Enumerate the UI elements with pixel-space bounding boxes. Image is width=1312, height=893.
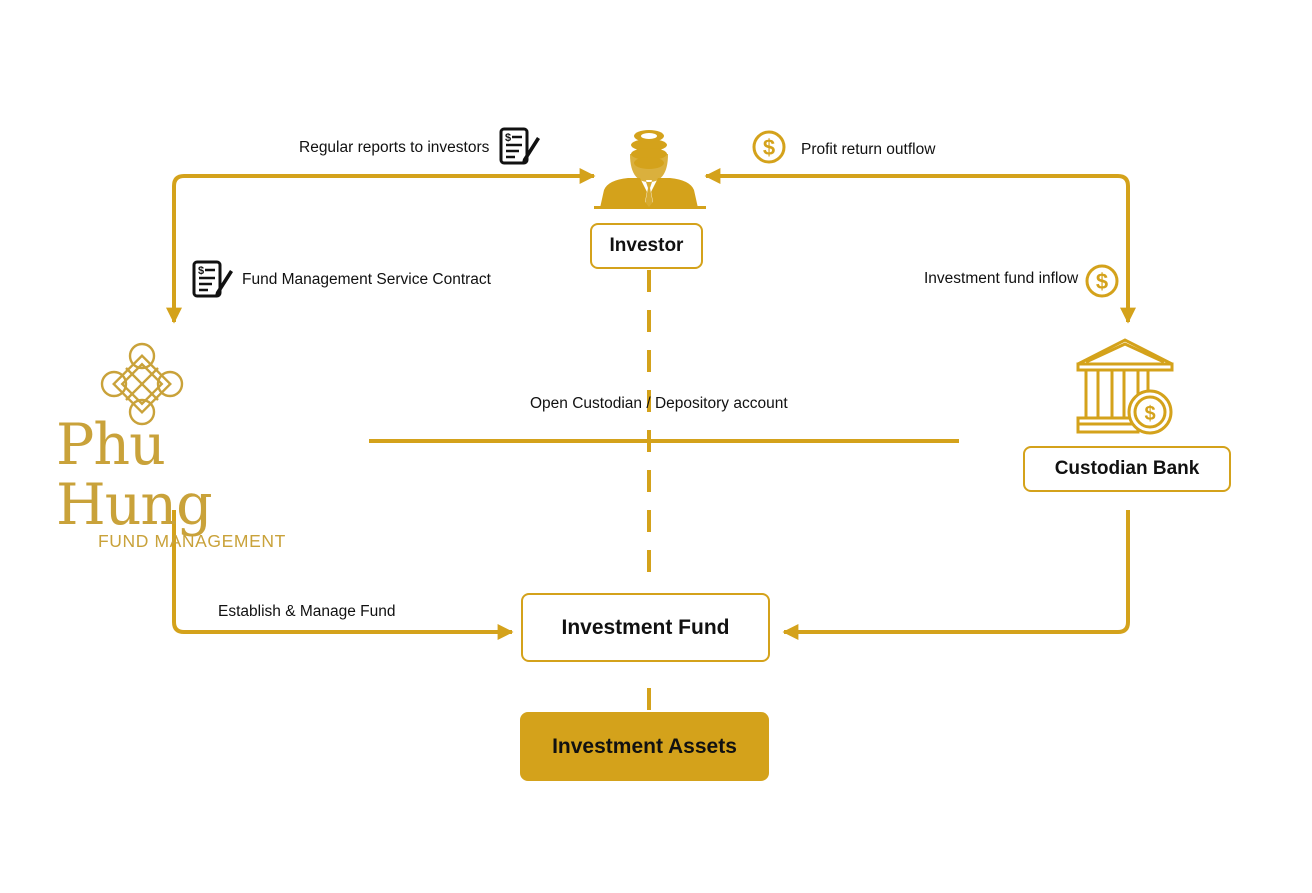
- service-contract-label: Fund Management Service Contract: [242, 271, 491, 288]
- establish-manage-label: Establish & Manage Fund: [218, 603, 396, 620]
- investment-assets-label: Investment Assets: [552, 734, 737, 758]
- investor-label: Investor: [609, 235, 684, 256]
- dollar-coin-icon: $: [752, 130, 786, 164]
- knot-logo-icon: [100, 342, 184, 426]
- arrow-investor-bank: [704, 168, 1136, 324]
- investment-fund-label: Investment Fund: [561, 615, 730, 639]
- investment-fund-node: Investment Fund: [521, 593, 770, 662]
- arrow-establish-fund: [172, 510, 514, 640]
- fund-inflow-label: Investment fund inflow: [924, 270, 1079, 287]
- svg-text:$: $: [198, 265, 204, 277]
- brand-wordmark: Phu Hung FUND MANAGEMENT: [56, 415, 331, 552]
- svg-text:$: $: [1096, 269, 1108, 294]
- custodian-bank-label: Custodian Bank: [1054, 458, 1200, 479]
- contract-document-icon-2: $: [192, 260, 233, 298]
- custodian-bank-node: Custodian Bank: [1023, 446, 1231, 492]
- svg-text:$: $: [1144, 403, 1155, 425]
- brand-name: Phu Hung: [56, 412, 213, 538]
- svg-text:$: $: [763, 135, 775, 160]
- open-account-label: Open Custodian / Depository account: [530, 395, 788, 412]
- regular-reports-label: Regular reports to investors: [299, 139, 490, 156]
- svg-text:$: $: [505, 132, 511, 144]
- profit-return-label: Profit return outflow: [801, 141, 936, 158]
- arrow-reports-to-investor: [166, 168, 596, 324]
- brand-subtitle: FUND MANAGEMENT: [98, 531, 286, 551]
- investment-assets-node: Investment Assets: [520, 712, 769, 781]
- contract-document-icon: $: [499, 127, 540, 165]
- dollar-coin-icon-2: $: [1085, 264, 1119, 298]
- investor-coins-icon: [594, 130, 706, 209]
- investor-node: Investor: [590, 223, 703, 269]
- arrow-bank-to-fund: [782, 510, 1130, 640]
- bank-dollar-icon: $: [1076, 338, 1174, 435]
